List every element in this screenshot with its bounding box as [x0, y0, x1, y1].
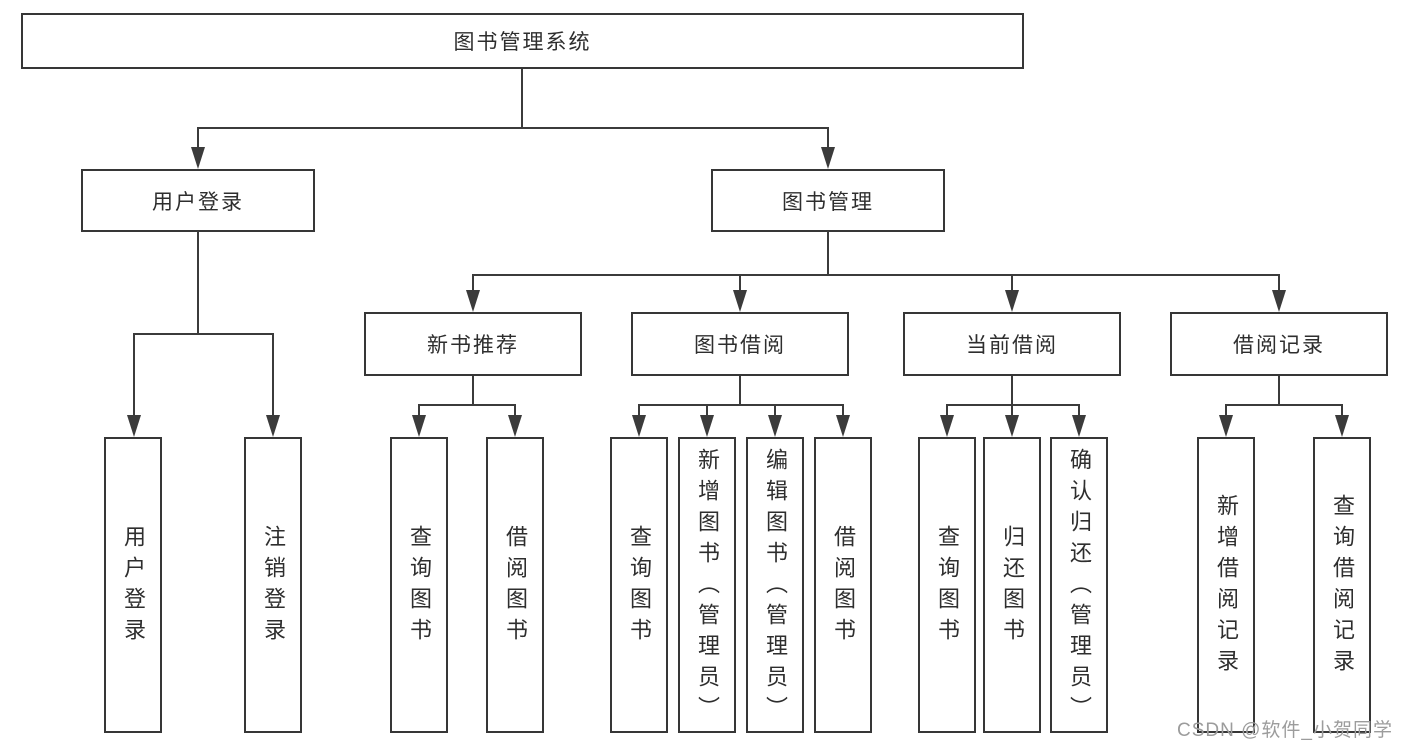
leaf-confirm-return-admin: 确认归还（管理员） [1050, 437, 1108, 733]
connector-drop-leaf-user-login [133, 333, 135, 417]
arrow-down-icon [700, 415, 714, 437]
connector-drop [946, 404, 948, 416]
connector-drop-book-borrowing [739, 274, 741, 292]
leaf-query-books-current: 查询图书 [918, 437, 976, 733]
connector-drop [1225, 404, 1227, 416]
connector-drop-user-login [197, 127, 199, 149]
arrow-down-icon [466, 290, 480, 312]
leaf-query-borrow-record: 查询借阅记录 [1313, 437, 1371, 733]
node-current-borrowing: 当前借阅 [903, 312, 1121, 376]
arrow-down-icon [733, 290, 747, 312]
arrow-down-icon [1219, 415, 1233, 437]
node-root: 图书管理系统 [21, 13, 1024, 69]
connector-recommend-branch [418, 404, 516, 406]
connector-drop-current-borrowing [1011, 274, 1013, 292]
leaf-borrow-book: 借阅图书 [814, 437, 872, 733]
leaf-query-books-borrowing: 查询图书 [610, 437, 668, 733]
connector-root-stem [521, 69, 523, 129]
connector-records-stem [1278, 376, 1280, 406]
leaf-user-login: 用户登录 [104, 437, 162, 733]
connector-borrowing-stem [739, 376, 741, 406]
connector-drop [774, 404, 776, 416]
node-borrow-records: 借阅记录 [1170, 312, 1388, 376]
arrow-down-icon [1005, 415, 1019, 437]
arrow-down-icon [940, 415, 954, 437]
arrow-down-icon [1272, 290, 1286, 312]
arrow-down-icon [412, 415, 426, 437]
arrow-down-icon [836, 415, 850, 437]
arrow-down-icon [127, 415, 141, 437]
node-new-book-recommend: 新书推荐 [364, 312, 582, 376]
node-user-login: 用户登录 [81, 169, 315, 232]
connector-drop-borrow-records [1278, 274, 1280, 292]
leaf-query-books-recommend: 查询图书 [390, 437, 448, 733]
connector-current-stem [1011, 376, 1013, 406]
connector-user-login-stem [197, 231, 199, 335]
arrow-down-icon [1072, 415, 1086, 437]
leaf-borrow-book-recommend: 借阅图书 [486, 437, 544, 733]
connector-user-login-branch [133, 333, 273, 335]
node-book-management: 图书管理 [711, 169, 945, 232]
connector-drop [1011, 404, 1013, 416]
connector-drop [1341, 404, 1343, 416]
connector-drop [514, 404, 516, 416]
arrow-down-icon [768, 415, 782, 437]
connector-records-branch [1225, 404, 1343, 406]
arrow-down-icon [632, 415, 646, 437]
connector-drop-leaf-logout [272, 333, 274, 417]
leaf-return-book: 归还图书 [983, 437, 1041, 733]
node-book-borrowing: 图书借阅 [631, 312, 849, 376]
connector-drop-book-management [827, 127, 829, 149]
leaf-add-book-admin: 新增图书（管理员） [678, 437, 736, 733]
leaf-logout: 注销登录 [244, 437, 302, 733]
connector-book-management-stem [827, 231, 829, 276]
connector-drop [1078, 404, 1080, 416]
arrow-down-icon [508, 415, 522, 437]
connector-drop [418, 404, 420, 416]
csdn-watermark: CSDN @软件_小贺同学 [1177, 720, 1393, 741]
connector-root-branch [197, 127, 829, 129]
connector-current-branch [946, 404, 1080, 406]
connector-book-management-branch [472, 274, 1280, 276]
arrow-down-icon [1005, 290, 1019, 312]
connector-recommend-stem [472, 376, 474, 406]
connector-drop-new-book-recommend [472, 274, 474, 292]
connector-drop [638, 404, 640, 416]
connector-borrowing-branch [638, 404, 844, 406]
connector-drop [706, 404, 708, 416]
arrow-down-icon [266, 415, 280, 437]
leaf-edit-book-admin: 编辑图书（管理员） [746, 437, 804, 733]
arrow-down-icon [821, 147, 835, 169]
connector-drop [842, 404, 844, 416]
leaf-add-borrow-record: 新增借阅记录 [1197, 437, 1255, 733]
arrow-down-icon [191, 147, 205, 169]
arrow-down-icon [1335, 415, 1349, 437]
